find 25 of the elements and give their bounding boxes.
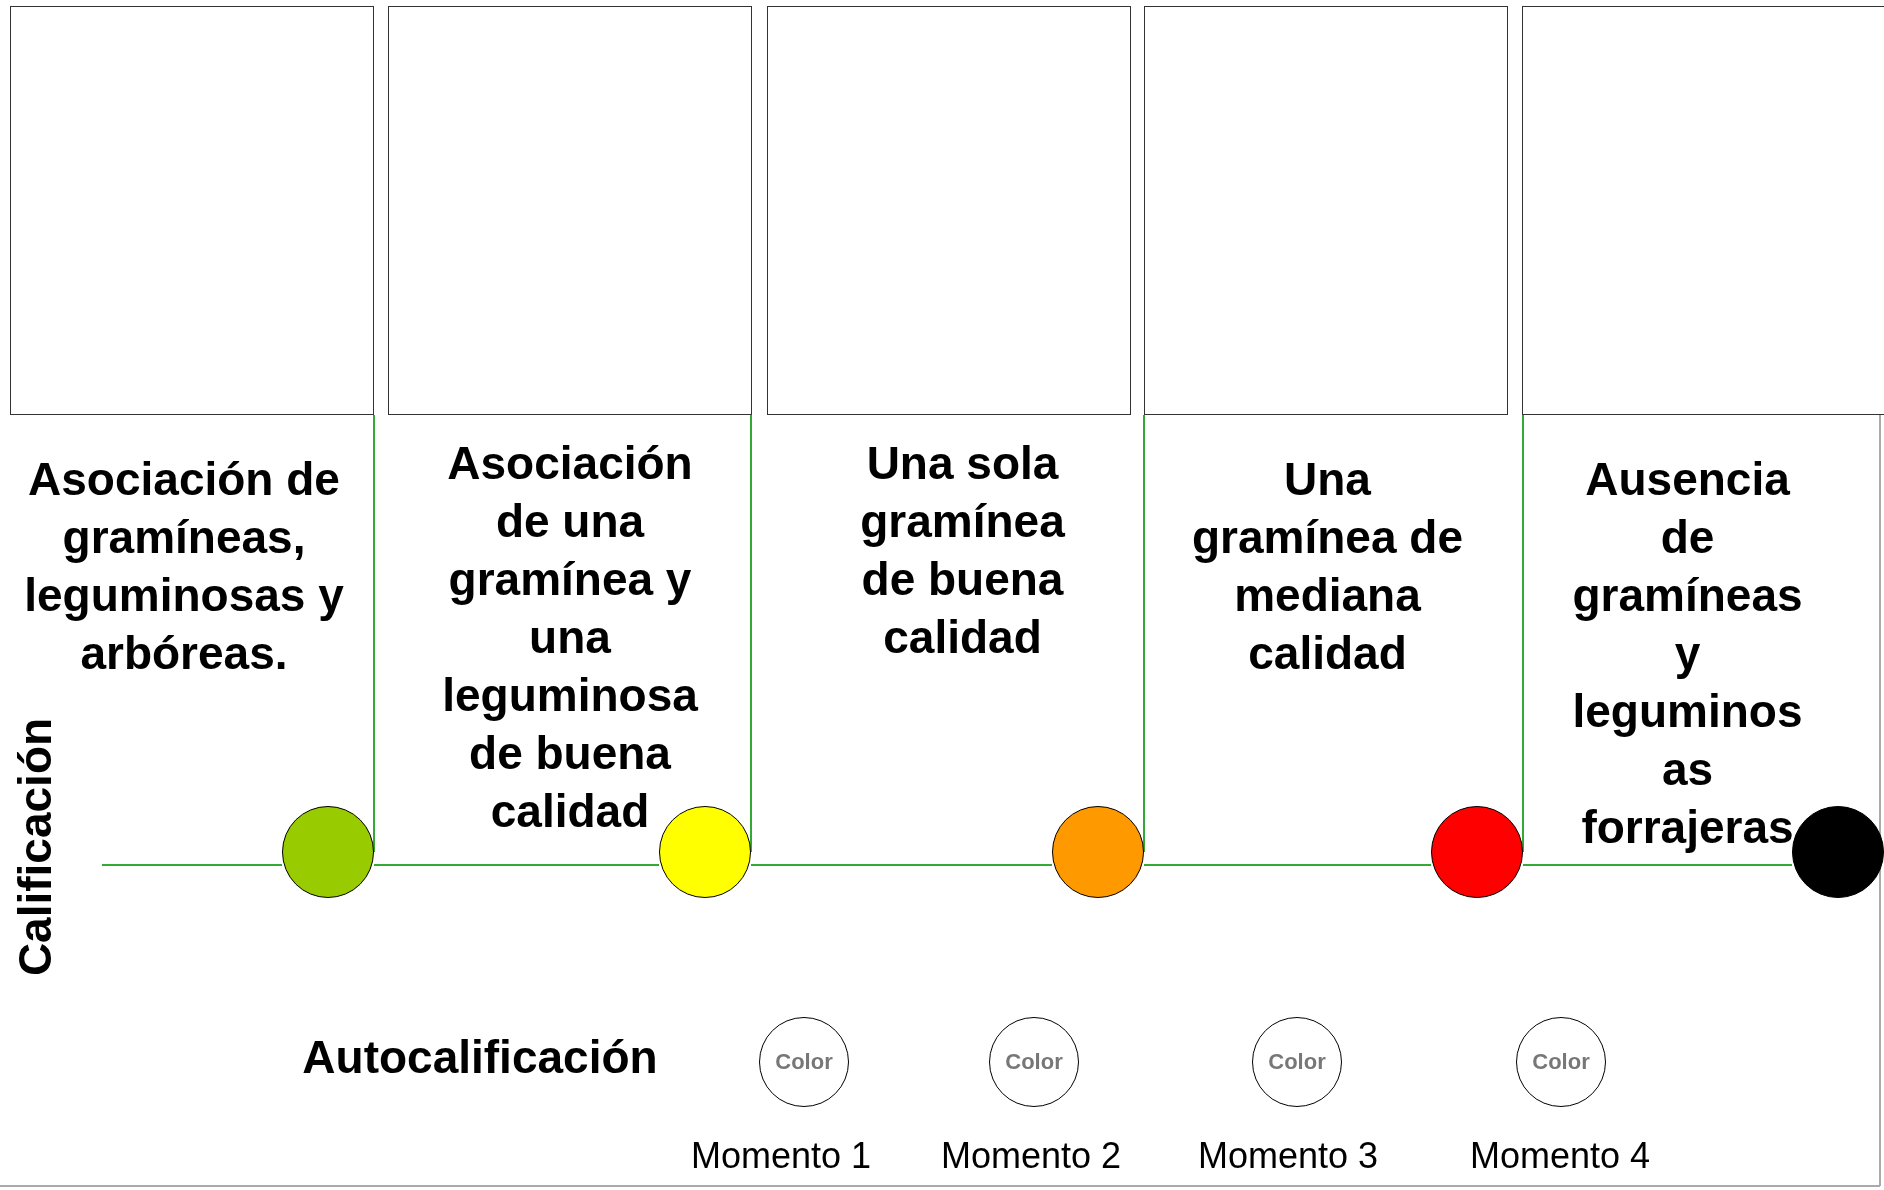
image-frame: [1522, 6, 1884, 415]
moment-label: Momento 3: [1196, 1135, 1380, 1177]
image-frame: [388, 6, 752, 415]
moment-label: Momento 4: [1468, 1135, 1652, 1177]
description-text: Asociación de gramíneas, leguminosas y arbóreas.: [23, 452, 345, 681]
color-circle: Color: [759, 1017, 849, 1107]
color-circle: Color: [989, 1017, 1079, 1107]
connector-line: [373, 864, 660, 866]
description-text: Una gramínea de mediana calidad: [1191, 452, 1464, 681]
connector-line: [750, 864, 1053, 866]
image-frame: [1144, 6, 1508, 415]
description-text: Una sola gramínea de buena calidad: [859, 436, 1066, 665]
moment-label: Momento 1: [689, 1135, 873, 1177]
axis-title: Calificación: [8, 716, 62, 979]
moment-label: Momento 2: [939, 1135, 1123, 1177]
connector-line: [1522, 864, 1793, 866]
description-text: Asociación de una gramínea y una leguminosa de buena calidad: [441, 436, 699, 839]
connector-line: [101, 864, 283, 866]
description-text: Ausencia de gramíneas y leguminosas forrajeras: [1571, 452, 1804, 855]
image-frame: [767, 6, 1131, 415]
connector-line: [1143, 864, 1432, 866]
color-circle: Color: [1252, 1017, 1342, 1107]
image-frame: [10, 6, 374, 415]
color-circle: Color: [1516, 1017, 1606, 1107]
row-title: Autocalificación: [301, 1030, 659, 1084]
